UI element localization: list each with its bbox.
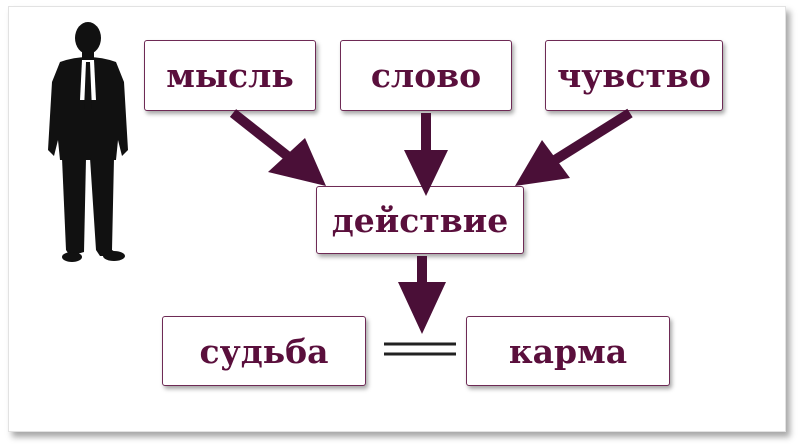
node-feeling: чувство [545, 40, 723, 111]
arrowhead-feeling [515, 140, 570, 186]
node-action: действие [316, 186, 524, 254]
node-word: слово [340, 40, 512, 111]
arrow-thought-to-action [229, 109, 294, 162]
node-thought-label: мысль [166, 56, 294, 95]
arrowhead-word [404, 150, 448, 196]
node-action-label: действие [331, 200, 509, 240]
node-feeling-label: чувство [557, 56, 711, 95]
arrowhead-thought [268, 138, 326, 186]
node-word-label: слово [370, 56, 482, 95]
arrowhead-action [398, 282, 446, 334]
arrow-feeling-to-action [552, 108, 633, 165]
node-karma-label: карма [508, 331, 628, 371]
node-thought: мысль [144, 40, 316, 111]
node-fate: судьба [162, 316, 366, 386]
node-karma: карма [466, 316, 670, 386]
node-fate-label: судьба [199, 331, 329, 371]
